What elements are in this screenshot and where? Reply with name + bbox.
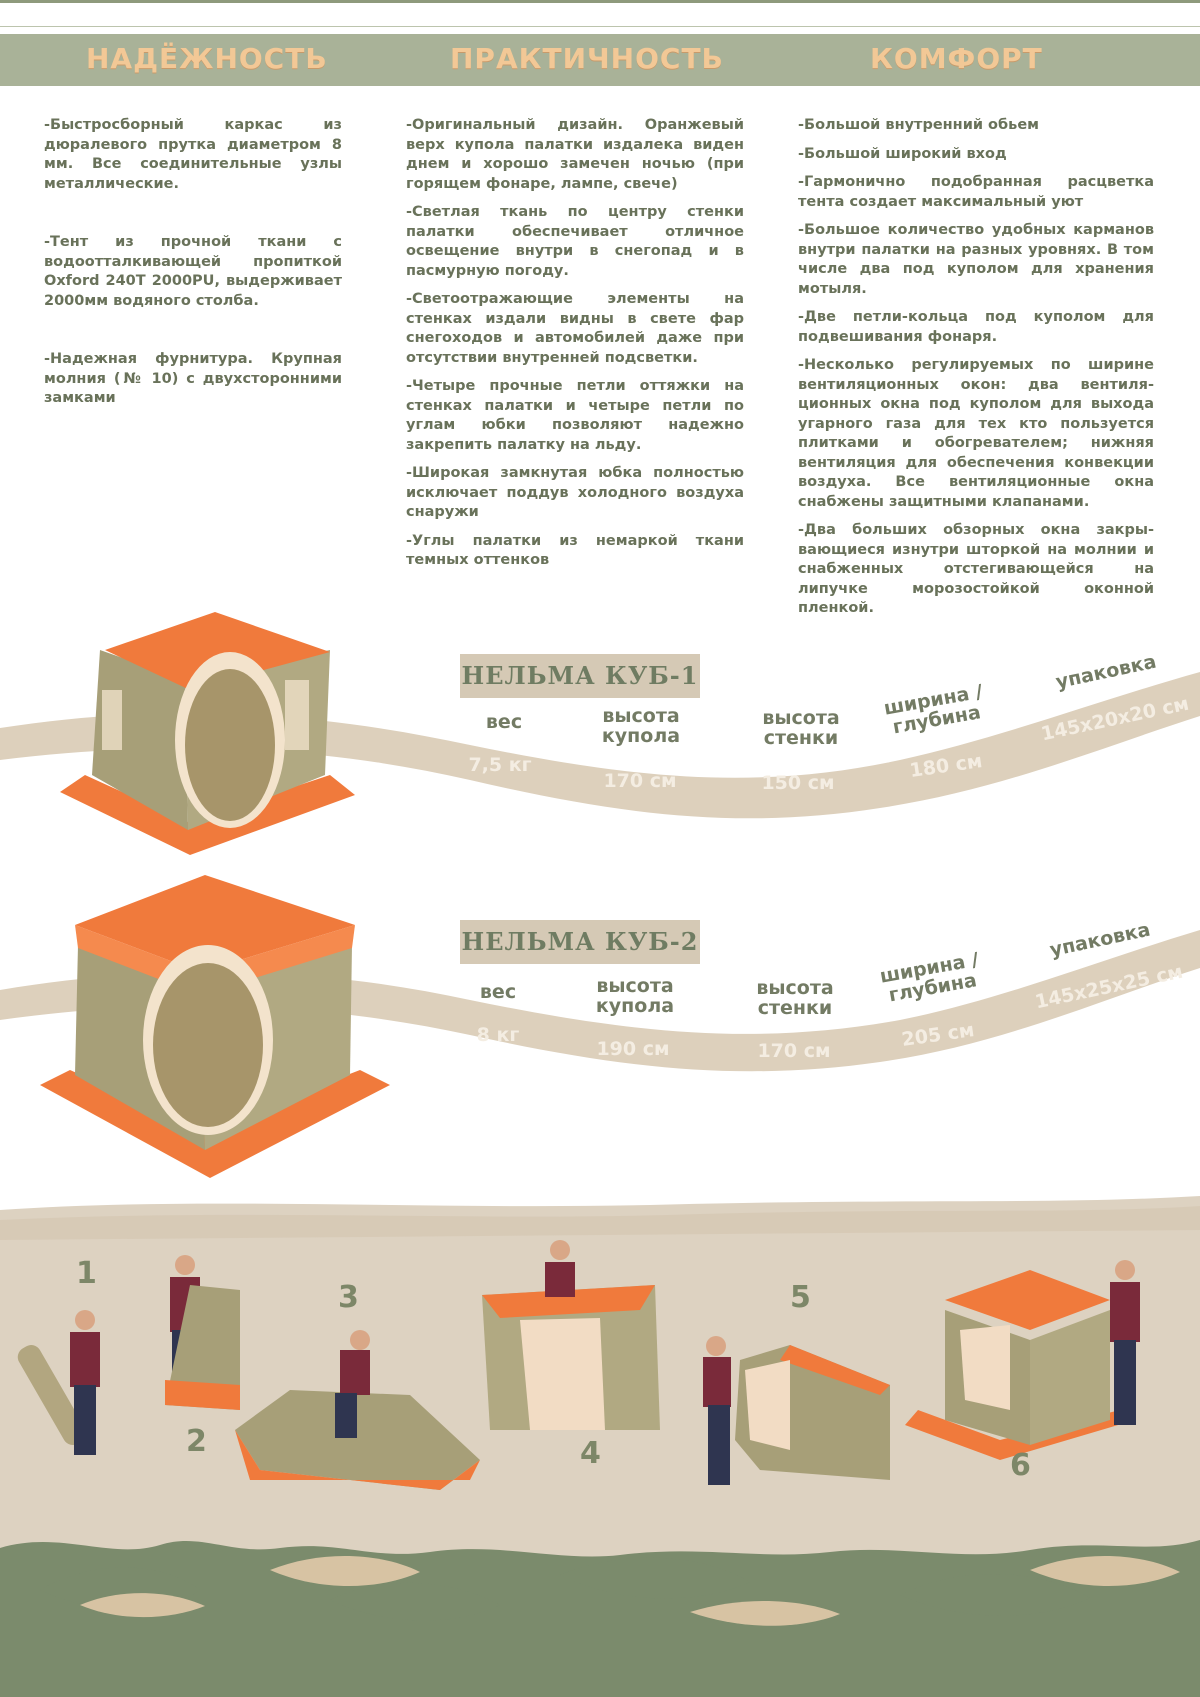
practicality-item: -Светоотражающие элементы на стенках изд… xyxy=(406,291,744,366)
model-2-name: НЕЛЬМА КУБ-2 xyxy=(460,920,700,964)
tent-1-image xyxy=(60,612,355,855)
practicality-item: -Четыре прочные петли оттяжки на стенках… xyxy=(406,378,744,453)
practicality-item: -Широкая замкнутая юбка полностью исключ… xyxy=(406,465,744,520)
comfort-item: -Большой широкий вход xyxy=(798,145,1007,162)
top-thin-rule xyxy=(0,26,1200,27)
reliability-column: -Быстросборный каркас из дюралевого прут… xyxy=(44,116,342,409)
step-3-figure xyxy=(235,1330,480,1490)
model-2-value-wall-height: 170 см xyxy=(757,1040,831,1062)
bottom-band-inner xyxy=(0,1206,1200,1240)
comfort-item: -Большое количество удобных карманов вну… xyxy=(798,222,1154,297)
wave-band-1 xyxy=(0,672,1200,819)
model-2-label-wall-height: высота стенки xyxy=(756,977,834,1019)
step-number-1: 1 xyxy=(76,1256,97,1291)
step-number-6: 6 xyxy=(1010,1448,1031,1483)
model-2-value-dome-height: 190 см xyxy=(596,1038,670,1060)
practicality-item: -Углы палатки из немаркой ткани темных о… xyxy=(406,532,744,569)
fish-strip xyxy=(0,1540,1200,1697)
model-2-label-dome-height: высота купола xyxy=(595,975,675,1017)
wave-band-2 xyxy=(0,930,1200,1072)
comfort-column: -Большой внутренний обьем -Большой широк… xyxy=(798,116,1154,619)
comfort-item: -Две петли-кольца под куполом для подвеш… xyxy=(798,309,1154,345)
model-1-label-dome-height: высота купола xyxy=(601,705,681,747)
col-title-reliability: НАДЁЖНОСТЬ xyxy=(86,42,328,75)
tent-2-image xyxy=(40,875,390,1178)
comfort-item: -Два больших обзорных окна закры-вающиес… xyxy=(798,522,1154,616)
step-number-2: 2 xyxy=(186,1424,207,1459)
reliability-item: -Тент из прочной ткани с водоотталкивающ… xyxy=(44,234,342,309)
model-2-label-weight: вес xyxy=(479,981,517,1003)
reliability-item: -Надежная фурнитура. Крупная молния (№ 1… xyxy=(44,351,342,406)
step-number-3: 3 xyxy=(338,1280,359,1315)
model-1-label-weight: вес xyxy=(485,711,523,733)
step-2-figure xyxy=(165,1255,240,1410)
step-1-figure xyxy=(17,1310,100,1455)
practicality-item: -Светлая ткань по центру стенки палатки … xyxy=(406,204,744,279)
model-1-value-weight: 7,5 кг xyxy=(468,754,532,776)
header-band xyxy=(0,34,1200,86)
col-title-practicality: ПРАКТИЧНОСТЬ xyxy=(450,42,724,75)
model-1-value-wall-height: 150 см xyxy=(761,772,835,794)
top-rule xyxy=(0,0,1200,3)
reliability-item: -Быстросборный каркас из дюралевого прут… xyxy=(44,117,342,192)
comfort-item: -Несколько регулируемых по ширине вентил… xyxy=(798,357,1154,510)
step-4-figure xyxy=(482,1240,660,1430)
practicality-item: -Оригинальный дизайн. Оранжевый верх куп… xyxy=(406,117,744,192)
comfort-item: -Гармонично подобранная расцветка тента … xyxy=(798,174,1154,210)
model-1-name: НЕЛЬМА КУБ-1 xyxy=(460,654,700,698)
step-6-figure xyxy=(905,1260,1140,1460)
model-2-value-weight: 8 кг xyxy=(476,1024,520,1046)
comfort-item: -Большой внутренний обьем xyxy=(798,117,1039,133)
fish-accents xyxy=(80,1555,1180,1626)
step-number-4: 4 xyxy=(580,1436,601,1471)
model-1-label-wall-height: высота стенки xyxy=(762,707,840,749)
step-5-figure xyxy=(703,1336,890,1485)
practicality-column: -Оригинальный дизайн. Оранжевый верх куп… xyxy=(406,116,744,571)
model-1-value-dome-height: 170 см xyxy=(603,770,677,792)
step-number-5: 5 xyxy=(790,1280,811,1315)
col-title-comfort: КОМФОРТ xyxy=(870,42,1043,75)
